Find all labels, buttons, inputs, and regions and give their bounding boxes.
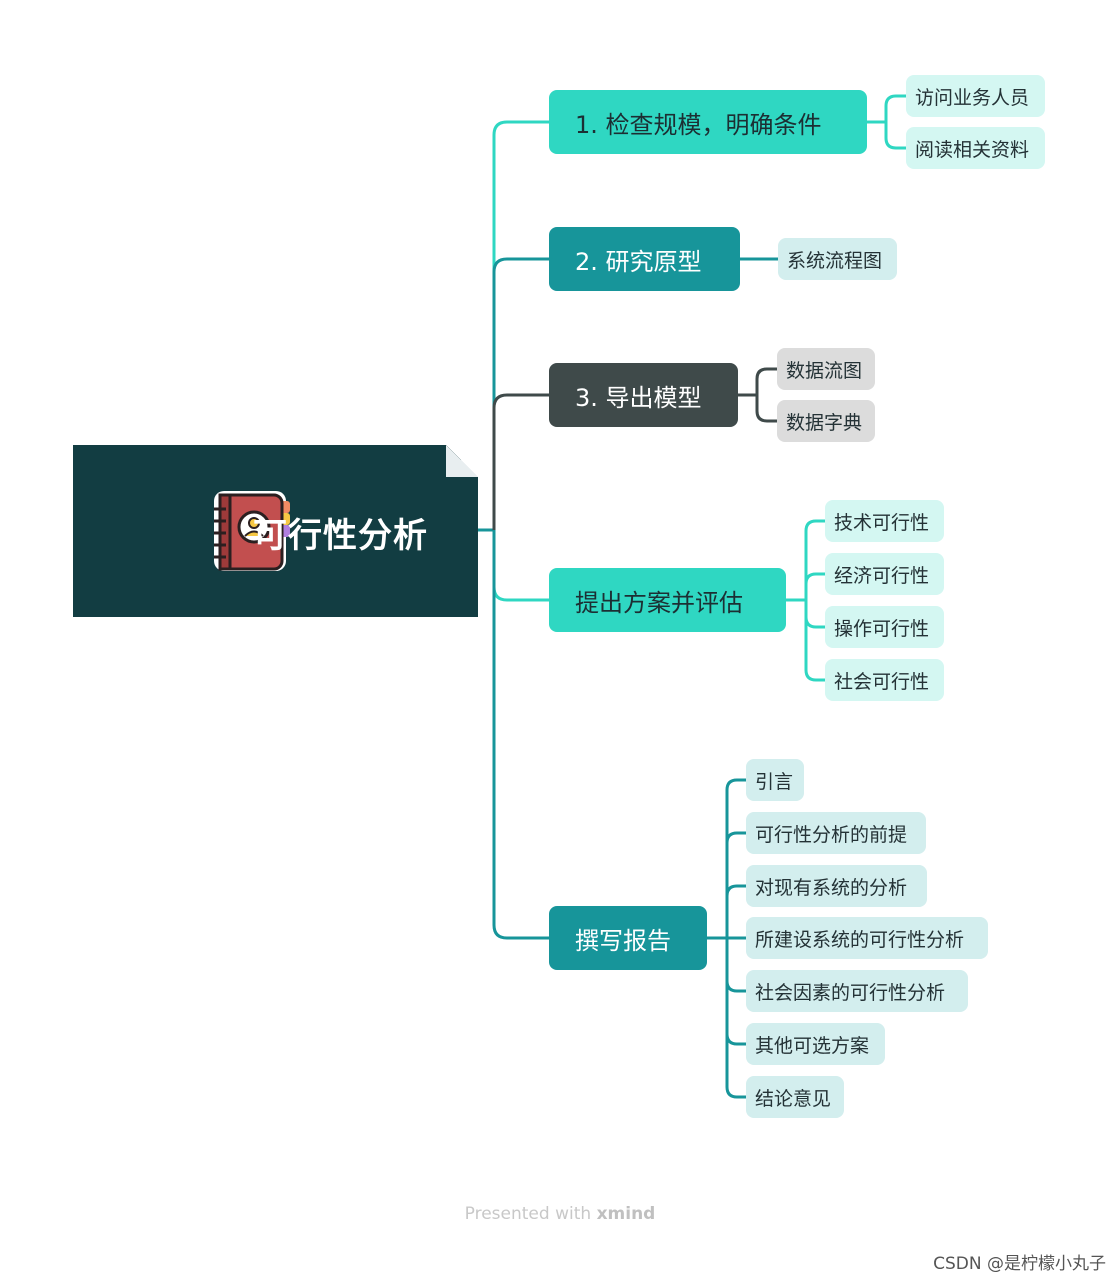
leaf-1-2[interactable]: 阅读相关资料	[906, 127, 1045, 169]
root-title: 可行性分析	[253, 516, 428, 556]
presented-with-footer: Presented with xmind	[0, 1204, 1120, 1224]
branch-1[interactable]: 1. 检查规模，明确条件	[549, 90, 867, 154]
branch-4[interactable]: 提出方案并评估	[549, 568, 786, 632]
csdn-watermark: CSDN @是柠檬小丸子	[933, 1254, 1106, 1274]
branch-5[interactable]: 撰写报告	[549, 906, 707, 970]
xmind-brand: xmind	[596, 1204, 656, 1224]
leaf-5-7[interactable]: 结论意见	[746, 1076, 844, 1118]
connector-branch-1	[492, 120, 549, 530]
leaf-4-1[interactable]: 技术可行性	[825, 500, 944, 542]
leaf-5-1[interactable]: 引言	[746, 759, 804, 801]
leaf-4-3[interactable]: 操作可行性	[825, 606, 944, 648]
connector-branch-3	[492, 393, 549, 530]
root-topic[interactable]: 可行性分析	[73, 445, 478, 617]
branch-2[interactable]: 2. 研究原型	[549, 227, 740, 291]
leaf-5-3[interactable]: 对现有系统的分析	[746, 865, 927, 907]
connector-branch-2	[492, 257, 549, 530]
leaf-4-2[interactable]: 经济可行性	[825, 553, 944, 595]
connector-leaves-4	[786, 519, 825, 682]
leaf-1-1[interactable]: 访问业务人员	[906, 75, 1045, 117]
leaf-5-6[interactable]: 其他可选方案	[746, 1023, 885, 1065]
leaf-2-1[interactable]: 系统流程图	[778, 238, 897, 280]
leaf-3-1[interactable]: 数据流图	[777, 348, 875, 390]
branch-3[interactable]: 3. 导出模型	[549, 363, 738, 427]
connector-leaves-1	[867, 94, 906, 150]
leaf-4-4[interactable]: 社会可行性	[825, 659, 944, 701]
connector-branch-5	[492, 530, 549, 940]
leaf-3-2[interactable]: 数据字典	[777, 400, 875, 442]
connector-branch-4	[492, 530, 549, 602]
corner-fold-shade	[446, 445, 478, 477]
connector-leaves-5	[707, 778, 746, 1099]
connector-leaves-3	[738, 367, 777, 423]
presented-text: Presented with	[464, 1204, 592, 1224]
leaf-5-2[interactable]: 可行性分析的前提	[746, 812, 926, 854]
notebook-contact-icon	[210, 487, 294, 584]
leaf-5-5[interactable]: 社会因素的可行性分析	[746, 970, 968, 1012]
leaf-5-4[interactable]: 所建设系统的可行性分析	[746, 917, 988, 959]
